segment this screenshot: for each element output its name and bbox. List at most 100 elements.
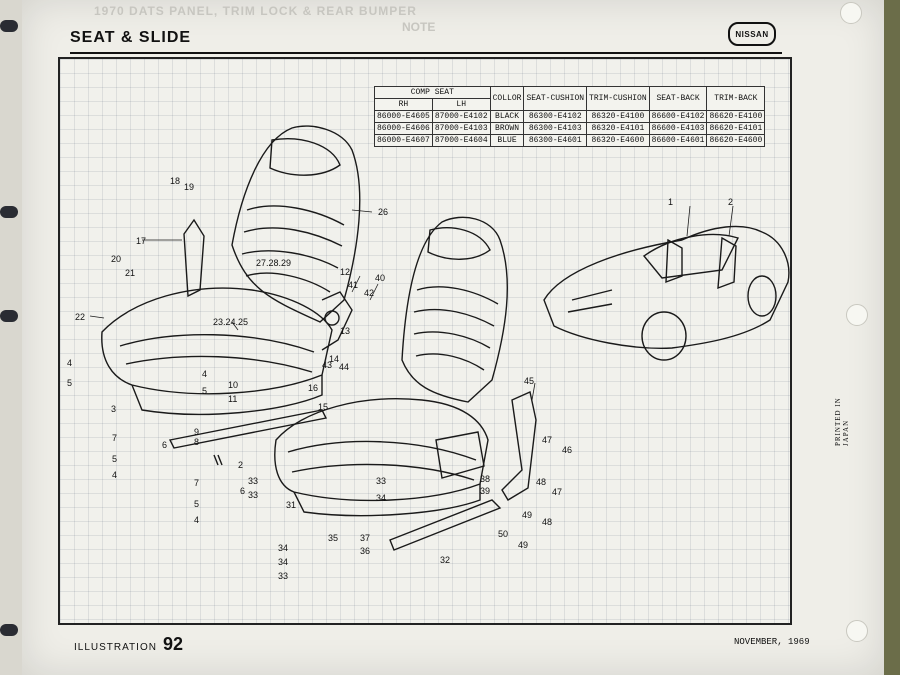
left-recliner [321, 291, 353, 351]
car-windshield [642, 233, 739, 279]
callout-34: 34 [376, 493, 386, 503]
parts-col-header: COLLOR [489, 86, 525, 111]
callout-7: 7 [194, 478, 199, 488]
car-seat-2 [717, 236, 737, 290]
parts-col-header: TRIM-CUSHION [586, 86, 650, 111]
right-headrest [427, 227, 491, 260]
table-row: 86000-E4607 87000-E4604 BLUE 86300-E4601… [374, 134, 766, 147]
left-back-ribs [241, 205, 345, 293]
punch-hole [840, 2, 862, 24]
table-cell: 86300-E4102 [523, 110, 588, 123]
car-body [543, 225, 790, 349]
callout-11: 11 [228, 394, 237, 404]
table-cell: 86000-E4605 [374, 110, 433, 123]
callout-32: 32 [440, 555, 450, 565]
callout-3: 3 [111, 404, 116, 414]
parts-sub-header-lh: LH [431, 98, 491, 111]
table-cell: BLACK [489, 110, 525, 123]
callout-21: 21 [125, 268, 135, 278]
table-row: 86000-E4606 87000-E4103 BROWN 86300-E410… [374, 122, 766, 135]
left-rail-bolt [213, 454, 223, 466]
left-cushion-side [131, 375, 323, 416]
callout-34: 34 [278, 557, 288, 567]
callout-17: 17 [136, 236, 146, 246]
callout-20: 20 [111, 254, 121, 264]
car-front-wheel [641, 311, 687, 361]
callout-numbers: 1 2 2 3 4 4 4 4 5 5 5 5 6 6 7 7 8 9 10 1… [67, 176, 733, 581]
table-cell: 86600-E4102 [648, 110, 708, 123]
callout-48: 47 [542, 435, 552, 445]
table-cell: 86600-E4601 [648, 134, 708, 147]
punch-hole [846, 304, 868, 326]
callout-50: 50 [498, 529, 508, 539]
callout-33: 33 [248, 476, 258, 486]
left-seat-back [231, 125, 361, 323]
callout-49: 49 [518, 540, 528, 550]
callout-4: 4 [194, 515, 199, 525]
callout-13: 13 [340, 326, 350, 336]
nissan-logo: NISSAN [728, 22, 776, 46]
table-cell: 86320-E4100 [586, 110, 650, 123]
printed-in-japan: PRINTED IN JAPAN [834, 397, 850, 446]
callout-36: 35 [328, 533, 338, 543]
callout-2: 2 [238, 460, 243, 470]
callout-42: 41 [348, 280, 358, 290]
callout-6: 6 [162, 440, 167, 450]
table-cell: 87000-E4102 [431, 110, 491, 123]
exploded-diagram: 1 2 2 3 4 4 4 4 5 5 5 5 6 6 7 7 8 9 10 1… [67, 125, 790, 581]
callout-35: 34 [278, 543, 288, 553]
binder-ring [0, 624, 18, 636]
parts-col-header: SEAT-BACK [648, 86, 708, 111]
table-cell: BROWN [489, 122, 525, 135]
callout-2: 2 [728, 197, 733, 207]
parts-sub-header-rh: RH [374, 98, 433, 111]
callout-14: 14 [329, 354, 339, 364]
callout-40: 39 [480, 486, 490, 496]
header-rule [70, 52, 782, 54]
callout-50: 49 [522, 510, 532, 520]
table-cell: 86620-E4100 [706, 110, 766, 123]
callout-18: 18 [170, 176, 180, 186]
table-cell: 86000-E4607 [374, 134, 433, 147]
left-cushion-ribs [119, 333, 315, 373]
table-cell: 86620-E4600 [706, 134, 766, 147]
punch-hole [846, 620, 868, 642]
callout-4: 4 [67, 358, 72, 368]
callout-19: 19 [184, 182, 194, 192]
car-rear-wheel [747, 275, 777, 317]
footer-label: ILLUSTRATION [74, 642, 157, 653]
callout-41: 40 [375, 273, 385, 283]
table-cell: 87000-E4604 [431, 134, 491, 147]
right-back-ribs [413, 286, 499, 371]
callout-34: 33 [248, 490, 258, 500]
callout-27-28-29: 27.28.29 [256, 258, 291, 268]
table-cell: BLUE [489, 134, 525, 147]
right-cushion-side [293, 484, 481, 517]
page-title: SEAT & SLIDE [70, 29, 192, 46]
binder-ring [0, 310, 18, 322]
illustration-number: 92 [162, 634, 183, 654]
callout-33: 33 [278, 571, 288, 581]
callout-10: 10 [228, 380, 238, 390]
footer-illustration: ILLUSTRATION 92 [74, 634, 183, 655]
binder-ring [0, 20, 18, 32]
callout-5: 5 [202, 386, 207, 396]
callout-5: 5 [194, 499, 199, 509]
table-cell: 86620-E4101 [706, 122, 766, 135]
callout-33: 33 [376, 476, 386, 486]
callout-45: 44 [339, 362, 349, 372]
parts-col-header: TRIM-BACK [706, 86, 766, 111]
illustration-frame [58, 57, 792, 625]
callout-26: 26 [378, 207, 388, 217]
parts-table-subheader-row: RH LH [374, 98, 765, 111]
manual-page: 1970 DATS PANEL, TRIM LOCK & REAR BUMPER… [22, 0, 884, 675]
callout-23-24-25: 23.24.25 [213, 317, 248, 327]
left-seat-cushion [101, 287, 333, 395]
right-seat-back [401, 216, 509, 403]
left-slide-rail [168, 409, 328, 449]
callout-12: 12 [340, 267, 350, 277]
car-seat-1 [665, 238, 683, 284]
parts-table: COMP SEAT COLLOR SEAT-CUSHION TRIM-CUSHI… [374, 86, 766, 147]
callout-16: 16 [308, 383, 318, 393]
callout-4: 4 [202, 369, 207, 379]
